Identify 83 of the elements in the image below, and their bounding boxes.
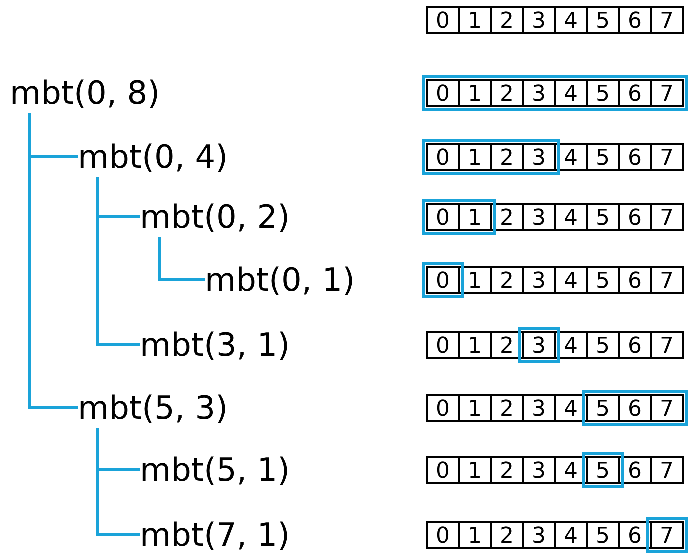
tree-connector xyxy=(158,237,205,282)
array-cell: 4 xyxy=(554,266,588,294)
array-cell: 3 xyxy=(522,266,556,294)
array-cell: 2 xyxy=(490,6,524,34)
call-label: mbt(7, 1) xyxy=(140,515,290,555)
call-label: mbt(0, 1) xyxy=(205,260,356,300)
array-cell: 2 xyxy=(490,143,524,171)
array-cell: 6 xyxy=(618,6,652,34)
array-cell: 6 xyxy=(618,79,652,107)
array-cell: 5 xyxy=(586,394,620,422)
array-cell: 4 xyxy=(554,331,588,359)
array-cell: 5 xyxy=(586,331,620,359)
array-cell: 3 xyxy=(522,394,556,422)
call-label: mbt(0, 4) xyxy=(78,137,228,177)
array-cell: 1 xyxy=(458,266,492,294)
array-cell: 1 xyxy=(458,6,492,34)
array-cell: 0 xyxy=(426,521,460,549)
array-cell: 5 xyxy=(586,79,620,107)
array-cell: 0 xyxy=(426,203,460,231)
array-cell: 1 xyxy=(458,143,492,171)
array-cell: 6 xyxy=(618,394,652,422)
array-cell: 0 xyxy=(426,456,460,484)
array-cell: 4 xyxy=(554,521,588,549)
array-cell: 2 xyxy=(490,521,524,549)
array-cell: 7 xyxy=(650,143,684,171)
array-cell: 4 xyxy=(554,79,588,107)
array-cell: 6 xyxy=(618,521,652,549)
array-cell: 0 xyxy=(426,266,460,294)
array-cell: 4 xyxy=(554,394,588,422)
array-cell: 5 xyxy=(586,521,620,549)
array-cell: 0 xyxy=(426,394,460,422)
array-cell: 7 xyxy=(650,203,684,231)
array-cell: 5 xyxy=(586,6,620,34)
array-cell: 7 xyxy=(650,521,684,549)
array-cell: 6 xyxy=(618,266,652,294)
array-cell: 1 xyxy=(458,331,492,359)
array-cell: 7 xyxy=(650,331,684,359)
array-cell: 7 xyxy=(650,6,684,34)
array-cell: 2 xyxy=(490,79,524,107)
call-label: mbt(0, 8) xyxy=(10,73,160,113)
array-cell: 2 xyxy=(490,203,524,231)
array-cell: 1 xyxy=(458,521,492,549)
array-cell: 0 xyxy=(426,6,460,34)
array-cell: 2 xyxy=(490,331,524,359)
array-cell: 6 xyxy=(618,331,652,359)
array-cell: 2 xyxy=(490,456,524,484)
array-cell: 3 xyxy=(522,6,556,34)
array-cell: 1 xyxy=(458,203,492,231)
array-cell: 3 xyxy=(522,331,556,359)
array-cell: 5 xyxy=(586,203,620,231)
array-cell: 3 xyxy=(522,521,556,549)
call-label: mbt(3, 1) xyxy=(140,325,290,365)
array-cell: 4 xyxy=(554,456,588,484)
tree-connector xyxy=(96,177,140,346)
array-cell: 0 xyxy=(426,331,460,359)
array-cell: 4 xyxy=(554,203,588,231)
array-cell: 1 xyxy=(458,456,492,484)
array-cell: 1 xyxy=(458,79,492,107)
array-cell: 6 xyxy=(618,143,652,171)
array-cell: 5 xyxy=(586,266,620,294)
array-cell: 0 xyxy=(426,143,460,171)
array-cell: 3 xyxy=(522,203,556,231)
array-cell: 5 xyxy=(586,456,620,484)
array-cell: 2 xyxy=(490,266,524,294)
array-cell: 3 xyxy=(522,143,556,171)
tree-connector xyxy=(28,113,78,410)
array-cell: 7 xyxy=(650,394,684,422)
call-label: mbt(5, 1) xyxy=(140,450,290,490)
array-cell: 0 xyxy=(426,79,460,107)
array-cell: 7 xyxy=(650,266,684,294)
array-cell: 7 xyxy=(650,456,684,484)
call-label: mbt(5, 3) xyxy=(78,388,228,428)
array-cell: 1 xyxy=(458,394,492,422)
array-cell: 6 xyxy=(618,456,652,484)
array-cell: 2 xyxy=(490,394,524,422)
array-cell: 5 xyxy=(586,143,620,171)
array-cell: 4 xyxy=(554,6,588,34)
array-cell: 3 xyxy=(522,456,556,484)
array-cell: 3 xyxy=(522,79,556,107)
array-cell: 4 xyxy=(554,143,588,171)
array-cell: 6 xyxy=(618,203,652,231)
array-cell: 7 xyxy=(650,79,684,107)
call-label: mbt(0, 2) xyxy=(140,197,290,237)
